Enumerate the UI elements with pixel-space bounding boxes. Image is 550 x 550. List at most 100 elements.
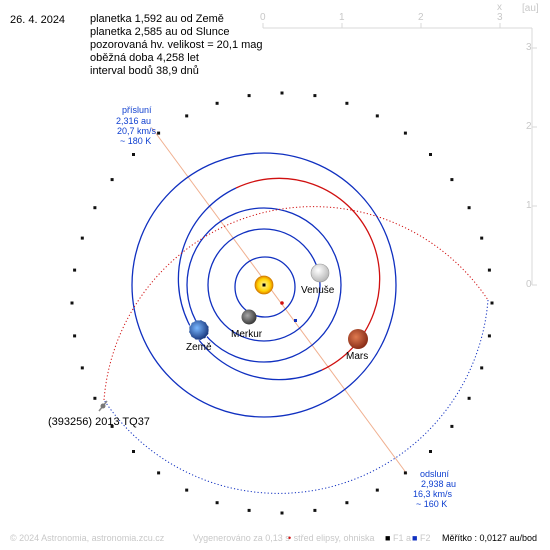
top-tick-1: 1 (339, 12, 345, 23)
focus-f2-marker (294, 319, 297, 322)
aphelion-temp: ~ 160 K (416, 499, 448, 509)
orbit-marker (280, 511, 284, 515)
axis-ticks (262, 23, 537, 286)
orbit-marker (403, 471, 407, 475)
orbit-marker (345, 501, 349, 505)
center-dot-icon: • (288, 533, 292, 543)
footer-copyright: © 2024 Astronomia, astronomia.zcu.cz (10, 533, 165, 543)
orbit-marker (450, 424, 454, 428)
orbit-marker (70, 301, 74, 305)
apsis-line (151, 127, 408, 475)
orbit-marker (480, 366, 484, 370)
asteroid-earth-distance: planetka 1,592 au od Země (90, 13, 224, 25)
earth-orbit (131, 152, 397, 418)
mercury-icon[interactable] (241, 309, 257, 325)
orbit-marker (403, 131, 407, 135)
aphelion-title: odsluní (420, 469, 450, 479)
x-axis-label: x (497, 2, 502, 13)
orbit-marker (215, 101, 219, 105)
legend-f2-text: F2 (419, 533, 431, 543)
point-interval: interval bodů 38,9 dnů (90, 65, 199, 77)
perihelion-temp: ~ 180 K (120, 136, 152, 146)
earth-icon[interactable] (188, 319, 210, 341)
right-tick-2: 2 (526, 121, 532, 132)
asteroid-sun-distance: planetka 2,585 au od Slunce (90, 26, 230, 38)
venus-icon[interactable] (310, 263, 330, 283)
orbit-marker (313, 508, 317, 512)
orbit-marker (429, 153, 432, 156)
footer-legend-center: • střed elipsy, ohniska (288, 533, 375, 543)
mars-label: Mars (346, 351, 369, 362)
earth-orbit-inner (186, 207, 342, 363)
top-tick-2: 2 (418, 12, 424, 23)
orbit-marker (73, 334, 77, 338)
right-tick-0: 0 (526, 279, 532, 290)
ellipse-center-marker (280, 301, 284, 305)
top-tick-0: 0 (260, 12, 266, 23)
orbit-marker (132, 450, 135, 453)
f1-square-icon: ■ (385, 533, 391, 543)
orbit-marker (490, 301, 494, 305)
legend-f1-text: F1 a (392, 533, 411, 543)
orbit-marker (185, 488, 189, 492)
f2-square-icon: ■ (412, 533, 418, 543)
orbit-marker (487, 334, 491, 338)
unit-label: [au] (522, 3, 539, 14)
orbit-marker (247, 508, 251, 512)
footer-f1: ■ F1 a (385, 533, 411, 543)
venus-label: Venuše (301, 285, 335, 296)
right-tick-1: 1 (526, 200, 532, 211)
orbit-marker (487, 268, 491, 272)
orbit-marker (110, 178, 114, 182)
focus-f1-marker (262, 283, 266, 287)
perihelion-distance: 2,316 au (116, 116, 152, 126)
orbit-marker (450, 178, 454, 182)
orbit-marker (80, 366, 84, 370)
orbit-marker (480, 236, 484, 240)
aphelion-distance: 2,938 au (421, 479, 457, 489)
perihelion-title: přísluní (122, 105, 152, 115)
orbit-marker (375, 114, 379, 118)
orbit-marker (345, 101, 349, 105)
orbit-marker (247, 94, 251, 98)
legend-center-text: střed elipsy, ohniska (293, 533, 375, 543)
asteroid-position-markers (70, 91, 494, 515)
orbit-marker (375, 488, 379, 492)
orbit-marker (185, 114, 189, 118)
observed-magnitude: pozorovaná hv. velikost = 20,1 mag (90, 39, 263, 51)
mars-icon[interactable] (348, 329, 368, 349)
orbit-marker (110, 424, 114, 428)
mercury-orbit (234, 256, 296, 318)
orbit-marker (157, 131, 161, 135)
asteroid-orbit-traversed (103, 206, 489, 401)
venus-orbit (207, 228, 321, 342)
footer-f2: ■ F2 (412, 533, 430, 543)
mercury-label: Merkur (231, 329, 263, 340)
orbit-marker (467, 206, 471, 210)
footer-scale: Měřítko : 0,0127 au/bod (442, 533, 538, 543)
orbital-period: oběžná doba 4,258 let (90, 52, 199, 64)
perihelion-speed: 20,7 km/s (117, 126, 157, 136)
orbit-marker (313, 94, 317, 98)
mars-orbit-remaining (177, 187, 323, 381)
orbit-marker (467, 396, 471, 400)
earth-label: Země (186, 342, 212, 353)
footer-generated: Vygenerováno za 0,13 s (193, 533, 290, 543)
asteroid-label: (393256) 2013 TQ37 (48, 416, 150, 428)
orbit-marker (132, 153, 135, 156)
aphelion-speed: 16,3 km/s (413, 489, 453, 499)
orbit-marker (215, 501, 219, 505)
orbit-marker (429, 450, 432, 453)
asteroid-orbit-remaining (103, 299, 489, 494)
orbit-marker (73, 268, 77, 272)
orbit-marker (157, 471, 161, 475)
top-tick-3: 3 (497, 12, 503, 23)
date-label: 26. 4. 2024 (10, 14, 66, 26)
orbit-marker (93, 396, 97, 400)
asteroid-icon[interactable] (98, 400, 108, 412)
orbit-marker (280, 91, 284, 95)
orbit-marker (93, 206, 97, 210)
right-tick-3: 3 (526, 42, 532, 53)
